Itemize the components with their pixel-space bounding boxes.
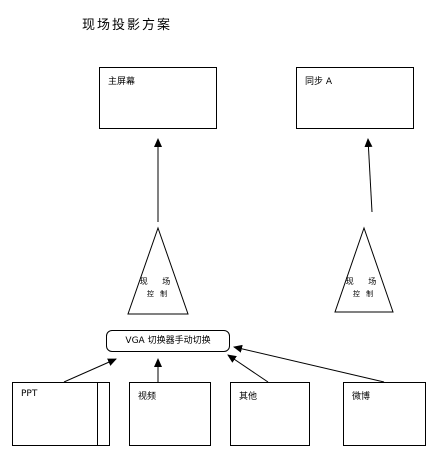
source-other-label: 其他 — [239, 392, 258, 402]
vga-switcher: VGA 切换器手动切换 — [106, 330, 230, 352]
source-video-label: 视频 — [138, 392, 157, 402]
source-weibo-box: 微博 — [343, 382, 426, 446]
sync-screen-label: 同步 A — [305, 77, 333, 87]
source-weibo-label: 微博 — [352, 392, 371, 402]
arrow-other-to-switcher — [227, 354, 269, 383]
control-node-left-label: 现 场 控 制 — [139, 277, 177, 298]
ppt-box-divider — [97, 383, 98, 445]
main-screen-box: 主屏幕 — [99, 67, 217, 129]
page-title: 现场投影方案 — [82, 18, 173, 33]
arrow-ppt-to-switcher — [63, 358, 117, 383]
control-triangle-left — [127, 226, 189, 315]
control-node-right-label: 现 场 控 制 — [345, 277, 383, 298]
arrow-weibo-to-switcher — [233, 344, 385, 383]
control-triangle-right — [334, 226, 394, 313]
sync-screen-box: 同步 A — [296, 67, 414, 129]
source-video-box: 视频 — [129, 382, 211, 446]
main-screen-label: 主屏幕 — [108, 77, 136, 87]
source-other-box: 其他 — [230, 382, 310, 446]
source-ppt-label: PPT — [21, 389, 38, 399]
source-ppt-box: PPT — [12, 382, 110, 446]
arrow-to-sync-screen — [364, 138, 373, 213]
